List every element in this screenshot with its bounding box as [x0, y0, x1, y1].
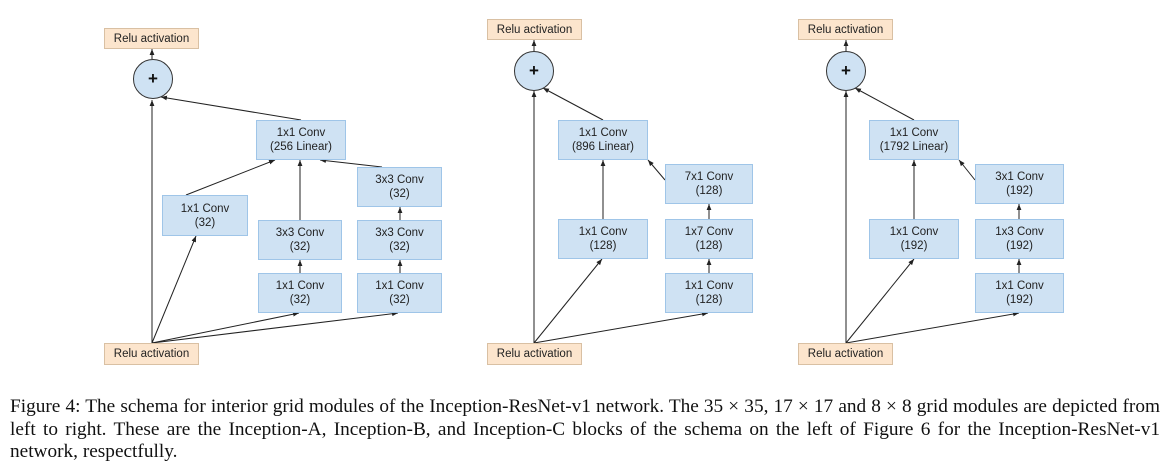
conv-label: 1x1 Conv: [578, 127, 628, 139]
b-input-to-branch2-arrow: [533, 311, 709, 344]
module-a-branch2-1x1-conv: 1x1 Conv (32): [258, 273, 342, 313]
conv-filters: (896 Linear): [571, 141, 634, 153]
a-branch1-to-linear-arrow: [185, 159, 276, 196]
a-branch3-to-linear-arrow: [319, 158, 383, 168]
module-c-input-relu: Relu activation: [798, 343, 893, 365]
module-c-branch2-3x1-conv: 3x1 Conv (192): [975, 164, 1064, 204]
module-c-branch2-1x1-conv: 1x1 Conv (192): [975, 273, 1064, 313]
b-input-to-branch1-arrow: [533, 258, 603, 344]
conv-filters: (32): [289, 294, 311, 306]
conv-filters: (32): [389, 188, 410, 200]
module-b-branch1-1x1-conv: 1x1 Conv (128): [558, 219, 648, 259]
conv-filters: (32): [194, 216, 216, 229]
conv-label: 1x1 Conv: [889, 226, 939, 238]
module-b-branch2-7x1-conv: 7x1 Conv (128): [665, 164, 753, 204]
module-c-output-relu: Relu activation: [798, 19, 893, 40]
module-b-add-node: +: [514, 51, 554, 91]
module-b-branch2-1x1-conv: 1x1 Conv (128): [665, 273, 753, 313]
module-c-branch1-1x1-conv: 1x1 Conv (192): [869, 219, 959, 259]
figure-caption: Figure 4: The schema for interior grid m…: [10, 396, 1160, 462]
b-7x1-to-linear-arrow: [647, 159, 666, 181]
conv-filters: (128): [695, 240, 723, 252]
module-a-branch1-1x1-conv: 1x1 Conv (32): [162, 195, 248, 236]
module-c-add-node: +: [826, 51, 866, 91]
module-a-add-node: +: [133, 59, 173, 99]
inception-resnet-v1-grid-modules-figure: Relu activation + 1x1 Conv (256 Linear) …: [104, 19, 1064, 365]
conv-filters: (128): [695, 185, 723, 197]
c-input-to-branch1-arrow: [845, 258, 915, 344]
conv-label: 3x3 Conv: [275, 227, 325, 239]
conv-label: 1x1 Conv: [180, 202, 230, 215]
conv-filters: (128): [695, 294, 723, 306]
diagram-edges: [149, 40, 1022, 344]
module-a-branch3-1x1-conv: 1x1 Conv (32): [357, 273, 442, 313]
conv-filters: (32): [389, 294, 410, 306]
conv-label: 1x1 Conv: [684, 280, 734, 292]
conv-label: 1x3 Conv: [995, 226, 1044, 238]
a-input-to-branch3-arrow: [151, 311, 399, 344]
conv-filters: (1792 Linear): [879, 141, 949, 153]
conv-filters: (32): [289, 241, 311, 253]
c-3x1-to-linear-arrow: [958, 159, 976, 181]
conv-label: 1x7 Conv: [684, 226, 734, 238]
b-linear-to-add-arrow: [542, 87, 604, 121]
conv-filters: (192): [1006, 294, 1033, 306]
conv-label: 1x1 Conv: [375, 280, 424, 292]
module-b-output-relu: Relu activation: [487, 19, 582, 40]
module-a-branch2-3x3-conv: 3x3 Conv (32): [258, 220, 342, 260]
module-c-branch2-1x3-conv: 1x3 Conv (192): [975, 219, 1064, 259]
a-input-to-branch1-arrow: [151, 235, 197, 344]
conv-filters: (128): [589, 240, 617, 252]
module-b-1x1-linear-conv: 1x1 Conv (896 Linear): [558, 120, 648, 160]
module-b-input-relu: Relu activation: [487, 343, 582, 365]
module-a-input-relu: Relu activation: [104, 343, 199, 365]
conv-label: 3x3 Conv: [375, 174, 424, 186]
conv-label: 3x3 Conv: [375, 227, 424, 239]
c-input-to-branch2-arrow: [845, 311, 1020, 344]
conv-label: 1x1 Conv: [578, 226, 628, 238]
module-a-output-relu: Relu activation: [104, 28, 199, 49]
conv-label: 1x1 Conv: [276, 127, 326, 139]
conv-label: 1x1 Conv: [889, 127, 939, 139]
conv-filters: (32): [389, 241, 410, 253]
conv-label: 7x1 Conv: [684, 171, 734, 183]
conv-filters: (192): [1006, 240, 1033, 252]
conv-filters: (256 Linear): [269, 141, 332, 153]
a-linear-to-add-arrow: [160, 95, 302, 121]
conv-label: 3x1 Conv: [995, 171, 1044, 183]
module-b-branch2-1x7-conv: 1x7 Conv (128): [665, 219, 753, 259]
c-linear-to-add-arrow: [854, 87, 915, 121]
conv-label: 1x1 Conv: [995, 280, 1044, 292]
module-c-1x1-linear-conv: 1x1 Conv (1792 Linear): [869, 120, 959, 160]
module-a-1x1-linear-conv: 1x1 Conv (256 Linear): [256, 120, 346, 160]
conv-filters: (192): [1006, 185, 1033, 197]
module-a-branch3-3x3-conv: 3x3 Conv (32): [357, 220, 442, 260]
conv-label: 1x1 Conv: [275, 280, 325, 292]
a-input-to-branch2-arrow: [151, 311, 300, 344]
module-a-branch3-3x3-conv-top: 3x3 Conv (32): [357, 167, 442, 207]
conv-filters: (192): [900, 240, 928, 252]
